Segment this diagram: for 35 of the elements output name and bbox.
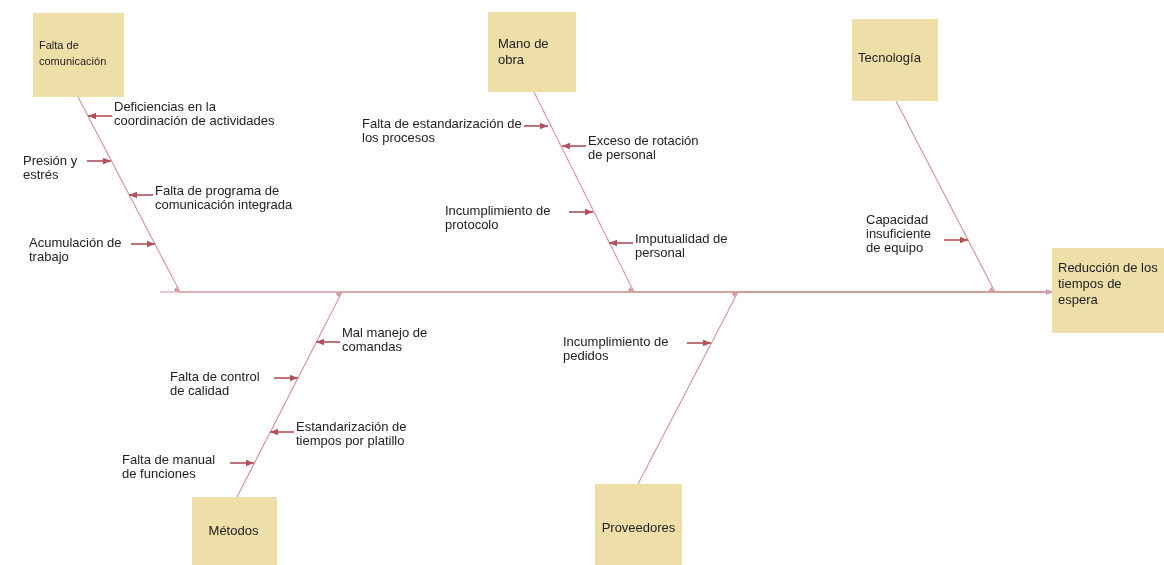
cause-text: Falta de programa de comunicación integrada [155, 184, 307, 212]
cause-arrow [128, 191, 154, 199]
bone-arrow [637, 290, 1053, 485]
cause-text: Deficiencias en la coordinación de actividades [114, 100, 292, 128]
cause-text: Falta de manual de funciones [122, 453, 228, 481]
cause-text: Incumplimiento de protocolo [445, 204, 567, 232]
cause-text: Incumplimiento de pedidos [563, 335, 685, 363]
category-box: Tecnología [852, 19, 938, 101]
cause-arrow [561, 142, 587, 150]
cause-arrow [130, 240, 156, 248]
category-box: Métodos [192, 497, 277, 565]
cause-arrow [229, 459, 255, 467]
cause-arrow [568, 208, 594, 216]
cause-arrow [523, 122, 549, 130]
cause-text: Capacidad insuficiente de equipo [866, 213, 942, 255]
cause-arrow [315, 338, 341, 346]
cause-text: Falta de control de calidad [170, 370, 272, 398]
cause-arrow [87, 112, 113, 120]
category-box: Proveedores [595, 484, 682, 565]
category-box: Mano de obra [488, 12, 576, 92]
cause-arrow [943, 236, 969, 244]
cause-text: Falta de estandarización de los procesos [362, 117, 522, 145]
cause-arrow [686, 339, 712, 347]
cause-arrow [608, 239, 634, 247]
cause-text: Presión y estrés [23, 154, 85, 182]
category-box: Falta de comunicación [33, 13, 124, 97]
cause-text: Acumulación de trabajo [29, 236, 129, 264]
cause-text: Imputualidad de personal [635, 232, 742, 260]
cause-arrow [86, 157, 112, 165]
cause-text: Mal manejo de comandas [342, 326, 439, 354]
effect-box: Reducción de los tiempos de espera [1052, 248, 1164, 333]
cause-text: Estandarización de tiempos por platillo [296, 420, 424, 448]
cause-arrow [269, 428, 295, 436]
cause-arrow [273, 374, 299, 382]
cause-text: Exceso de rotación de personal [588, 134, 712, 162]
